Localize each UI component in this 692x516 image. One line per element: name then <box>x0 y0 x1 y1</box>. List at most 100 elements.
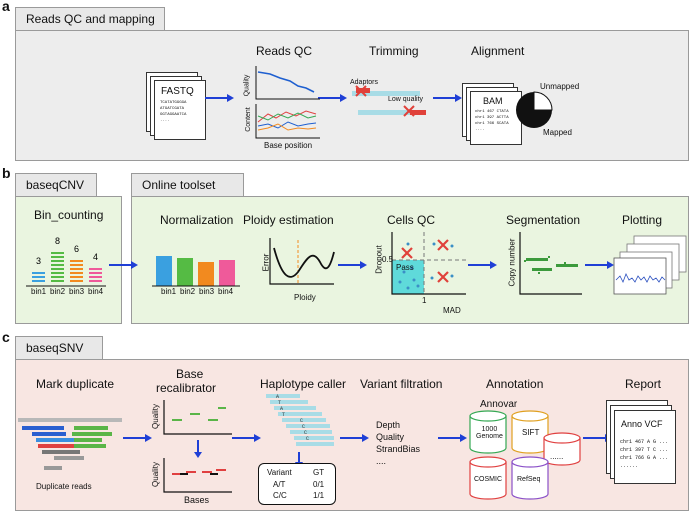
arrow-c2 <box>232 434 261 442</box>
bin-count-dash <box>70 268 83 270</box>
variant-row-2: C/C <box>273 491 287 500</box>
ploidy-ylabel: Error <box>261 253 271 272</box>
bin3-label: bin3 <box>69 287 85 296</box>
bin-count-dash <box>70 260 83 262</box>
recal-ylabel-bottom: Quality <box>150 462 160 487</box>
bin-count-dash <box>51 260 64 262</box>
unmapped-label: Unmapped <box>540 82 580 91</box>
bam-line: chr1 467 CTATA <box>475 110 509 114</box>
segmentation-plot <box>519 232 582 295</box>
normalization-bar <box>156 256 172 286</box>
panel-b-tab-right: Online toolset <box>131 173 244 197</box>
bin-count-dash <box>70 272 83 274</box>
arrow-b3 <box>468 261 497 269</box>
db-sift: SIFT <box>522 428 540 437</box>
filter-depth: Depth <box>376 420 401 430</box>
low-quality-label: Low quality <box>388 96 424 103</box>
bin-count-dash <box>89 280 102 282</box>
norm-bin1-label: bin1 <box>161 287 177 296</box>
cells-qc-title: Cells QC <box>387 213 436 227</box>
arrow-a2 <box>318 94 347 102</box>
bin-count-dash <box>70 264 83 266</box>
arrow-a3 <box>433 94 462 102</box>
report-line: ...... <box>620 463 639 469</box>
svg-text:C: C <box>302 424 305 430</box>
bam-doc: BAM chr1 467 CTATA chr1 397 ACTTA chr1 7… <box>470 91 522 145</box>
arrow-b2 <box>338 261 367 269</box>
panel-c-tab: baseqSNV <box>15 336 103 360</box>
db-cosmic: COSMIC <box>474 476 502 483</box>
bin-count-dash <box>89 276 102 278</box>
bin-count-dash <box>89 268 102 270</box>
annotation-title: Annotation <box>486 377 544 391</box>
filter-quality: Quality <box>376 432 405 442</box>
bin4-label: bin4 <box>88 287 104 296</box>
svg-text:T: T <box>282 412 285 418</box>
bin-count-dash <box>70 280 83 282</box>
arrow-b1 <box>109 261 138 269</box>
panel-b-tab-left: baseqCNV <box>15 173 97 197</box>
bam-line: chr1 397 ACTTA <box>475 116 509 120</box>
db-refseq: RefSeq <box>517 476 541 483</box>
gt-row-1: 0/1 <box>313 480 325 489</box>
report-doc: Anno VCF chr1 467 A G ... chr1 397 T C .… <box>614 410 676 484</box>
filter-strandbias: StrandBias <box>376 444 421 454</box>
bin-count-dash <box>51 272 64 274</box>
arrow-c1 <box>123 434 152 442</box>
bin-count-dash <box>51 252 64 254</box>
plotting-title: Plotting <box>622 213 663 227</box>
fastq-line: TCATATGGGGA <box>160 101 187 105</box>
duplicate-reads <box>18 418 122 470</box>
gt-header: GT <box>313 468 325 477</box>
bin-count-dash <box>32 276 45 278</box>
variant-header: Variant <box>267 468 292 477</box>
plotting-stack <box>613 235 687 295</box>
svg-text:C: C <box>304 430 307 436</box>
reads-qc-title: Reads QC <box>256 44 313 58</box>
cells-qc-plot <box>391 232 466 295</box>
duplicate-reads-label: Duplicate reads <box>36 482 92 491</box>
fastq-doc: FASTQ TCATATGGGGA ATGATCGATA GGTAGGAATCA… <box>154 80 206 140</box>
bin-count-label: 6 <box>74 244 79 254</box>
db-more: ...... <box>550 452 564 461</box>
segmentation-ylabel: Copy number <box>507 238 517 287</box>
bin2-label: bin2 <box>50 287 66 296</box>
report-line: chr1 397 T C ... <box>620 447 669 453</box>
mark-duplicate-title: Mark duplicate <box>36 377 115 391</box>
base-position-label: Base position <box>264 141 313 150</box>
recalibrator-plots <box>163 400 232 493</box>
haplotype-title: Haplotype caller <box>260 377 347 391</box>
quality-plot <box>255 66 320 100</box>
trimming-title: Trimming <box>369 44 419 58</box>
bin-count-dash <box>51 280 64 282</box>
mapped-pie <box>516 91 553 128</box>
content-plot <box>255 104 320 139</box>
bin1-label: bin1 <box>31 287 47 296</box>
svg-text:C: C <box>300 418 303 424</box>
ploidy-plot <box>269 238 335 285</box>
bin-count-dash <box>51 276 64 278</box>
panel-b-left <box>15 196 122 324</box>
variant-row-1: A/T <box>273 480 286 489</box>
filter-more: .... <box>376 456 387 466</box>
recalibrator-title-2: recalibrator <box>156 381 217 395</box>
recalibrator-title-1: Base <box>176 367 204 381</box>
ploidy-xlabel: Ploidy <box>294 293 316 302</box>
annovar-label: Annovar <box>480 399 518 410</box>
arrow-a1 <box>205 94 234 102</box>
annotation-dbs <box>469 410 581 500</box>
bin-counting-title: Bin_counting <box>34 208 104 222</box>
panel-c-letter: c <box>2 329 10 345</box>
segmentation-title: Segmentation <box>506 213 581 227</box>
norm-bin2-label: bin2 <box>180 287 196 296</box>
fastq-line: GGTAGGAATCA <box>160 113 187 117</box>
cells-qc-xlabel: MAD <box>443 306 461 315</box>
recal-xlabel: Bases <box>184 495 210 505</box>
cells-qc-xtick: 1 <box>422 296 427 305</box>
bin-count-dash <box>32 280 45 282</box>
bin-count-dash <box>51 256 64 258</box>
svg-text:T: T <box>278 400 281 406</box>
db-1000genome: 1000 Genome <box>476 426 503 440</box>
alignment-title: Alignment <box>471 44 525 58</box>
